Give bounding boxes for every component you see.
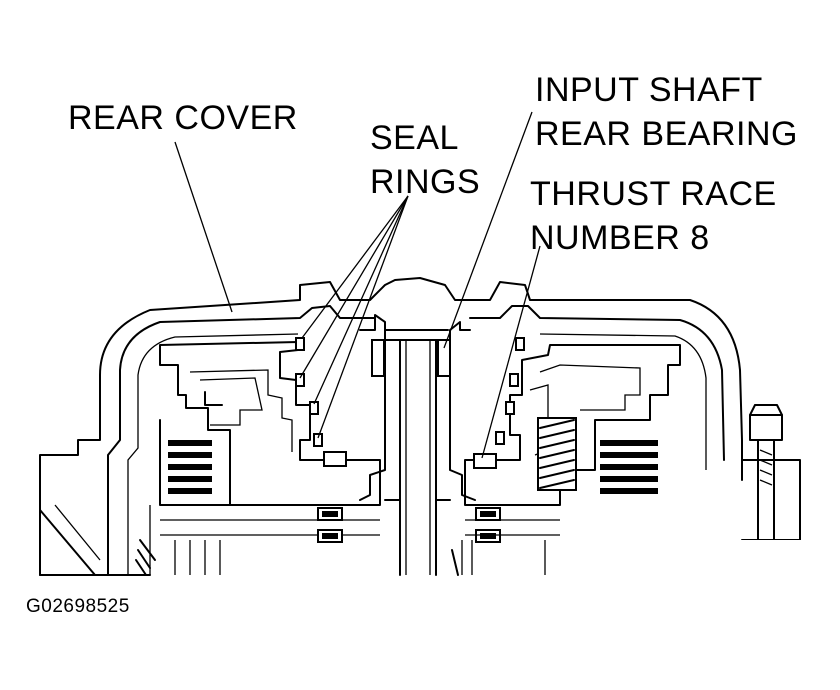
central-hub: [359, 314, 386, 501]
seal-rings-label: SEAL RINGS: [370, 119, 481, 201]
right-clutch-plates: [600, 440, 658, 494]
bolt: [741, 404, 801, 541]
seal-ring-leader-3: [313, 195, 409, 405]
thrust-race-number-8-label: THRUST RACE NUMBER 8: [530, 175, 777, 257]
return-spring: [537, 417, 577, 491]
rear-cover-leader: [174, 141, 233, 313]
left-clutch-housing: [159, 341, 381, 506]
input-shaft-rear-bearing-label: INPUT SHAFT REAR BEARING: [535, 71, 798, 153]
right-seal-ring-grooves: [473, 337, 525, 469]
bearings: [317, 507, 501, 543]
seal-ring-leader-2: [299, 195, 409, 379]
seal-ring-leader-1: [301, 195, 409, 339]
leader-lines: [174, 111, 541, 459]
left-seal-ring-grooves: [295, 337, 347, 467]
left-clutch-plates: [168, 440, 212, 494]
rear-cover-label: REAR COVER: [68, 99, 298, 137]
right-clutch-housing: [464, 344, 681, 506]
rear-cover-housing: [39, 277, 743, 576]
thrust-race-leader: [481, 245, 541, 459]
figure-id: G02698525: [26, 596, 130, 617]
seal-ring-leader-4: [317, 195, 409, 439]
input-shaft: [399, 339, 437, 576]
input-shaft-bearing-leader: [443, 111, 533, 349]
